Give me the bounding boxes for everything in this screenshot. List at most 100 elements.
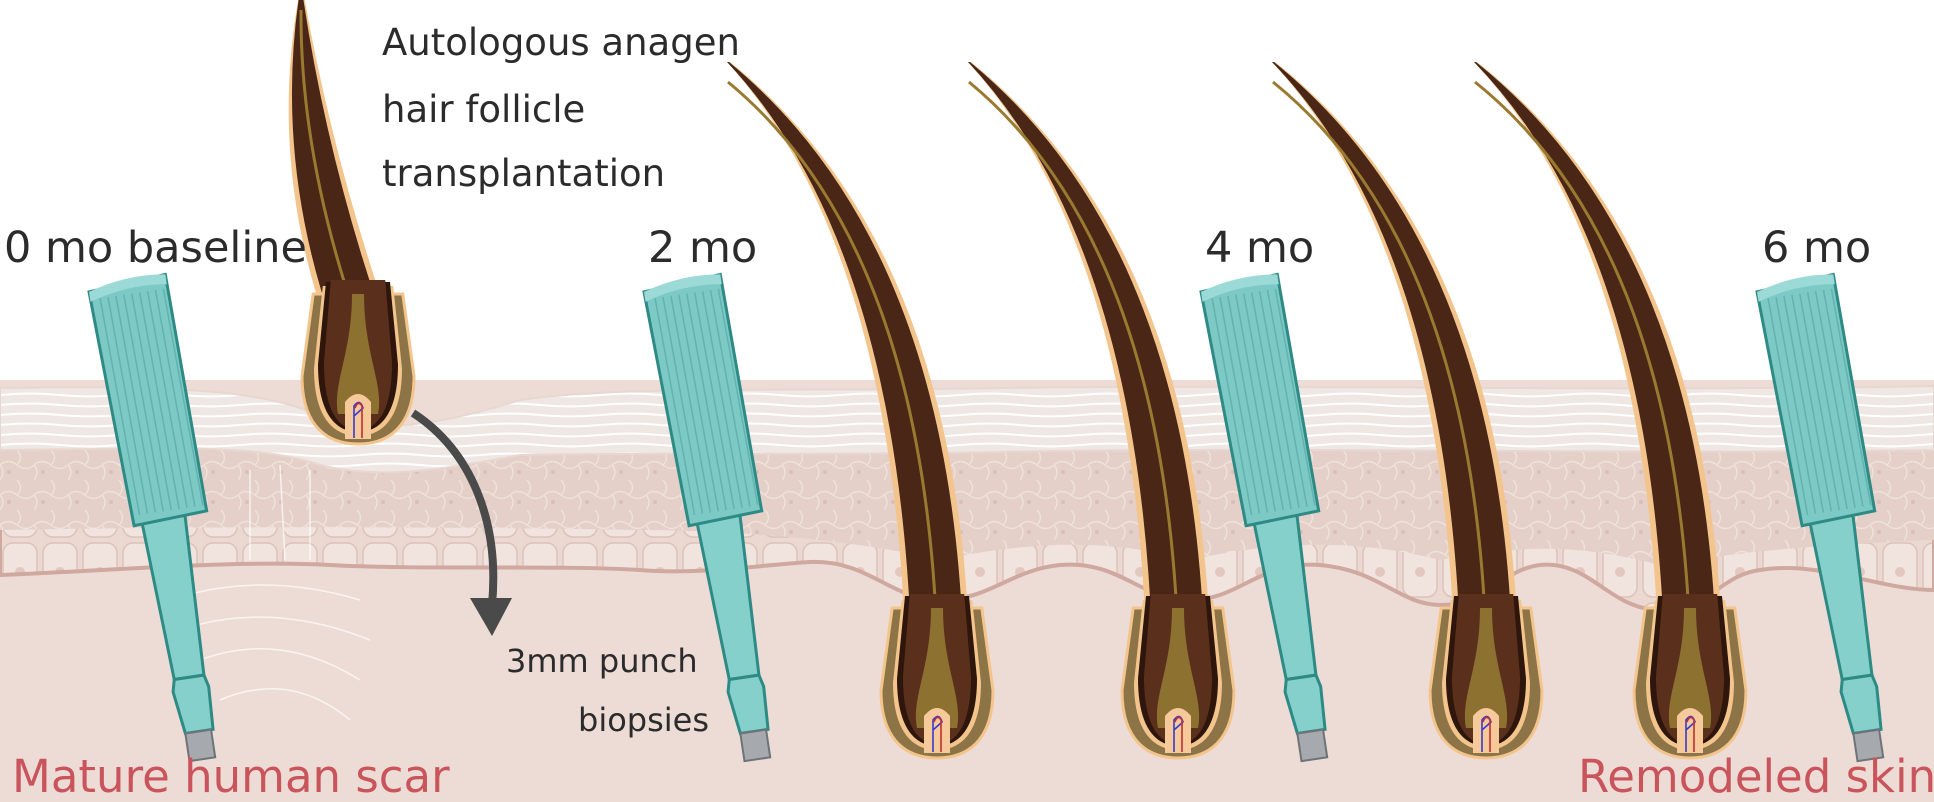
dermal-papilla (1677, 708, 1703, 753)
handle-grip-line (123, 294, 165, 512)
hair-cortex (1464, 608, 1508, 728)
blood-vessel-vein (1173, 715, 1184, 752)
hair-medulla (727, 80, 939, 639)
biopsy-punches (87, 272, 1885, 763)
dermal-papilla (924, 708, 950, 753)
handle-grip-line (1274, 288, 1316, 506)
hair-shaft (291, 0, 384, 324)
handle-cap (89, 274, 167, 302)
dermal-papilla (1473, 708, 1499, 753)
biopsy-label-line1: 3mm punch (506, 642, 698, 680)
transfer-arrow (410, 409, 498, 606)
blood-vessel-artery (1482, 716, 1491, 752)
handle-grip-line (99, 298, 141, 515)
hair-cortex (1156, 608, 1200, 728)
hair-follicle (288, 0, 416, 446)
handle-grip-line (693, 292, 735, 510)
handle-grip-line (1227, 295, 1269, 513)
hair-medulla (1272, 80, 1488, 639)
handle-grip-line (654, 298, 696, 515)
timepoint-4-label: 4 mo (1205, 223, 1314, 273)
handle-grip-line (1783, 295, 1825, 513)
punch-neck (171, 673, 215, 736)
handle-grip-line (678, 294, 720, 512)
blood-vessel-vein (1481, 715, 1492, 752)
handle-grip-line (115, 295, 157, 513)
hair-shaft (727, 62, 963, 638)
handle-grip-line (1235, 294, 1277, 512)
handle-grip-line (107, 296, 149, 514)
transplant-label-line3: transplantation (382, 152, 665, 195)
mature-scar-label: Mature human scar (12, 750, 450, 802)
biopsy-punch-icon (87, 272, 217, 763)
handle-grip-line (1799, 293, 1840, 511)
handle-grip-line (1266, 289, 1308, 507)
handle-grip-line (138, 292, 180, 510)
punch-blade (1296, 728, 1329, 763)
biopsy-label-line2: biopsies (578, 701, 709, 739)
hair-follicle (1474, 62, 1748, 760)
punch-blade (739, 728, 772, 763)
hair-shaft (1272, 62, 1512, 638)
handle-grip-line (709, 289, 751, 507)
handle-grip-line (686, 293, 727, 511)
handle-grip-line (154, 289, 196, 507)
hair-follicle (727, 62, 995, 760)
punch-blade (184, 728, 217, 763)
blood-vessel-artery (1174, 716, 1183, 752)
handle-cap (1757, 274, 1835, 302)
punch-blade (1852, 728, 1885, 763)
handle-grip-line (146, 291, 188, 508)
arrow-head-icon (470, 598, 512, 636)
punch-neck (726, 673, 770, 736)
handle-grip-line (1767, 298, 1809, 515)
blood-vessel-vein (353, 401, 364, 438)
blood-vessel-vein (932, 715, 943, 752)
hair-follicle (1272, 62, 1544, 760)
timepoint-6-label: 6 mo (1762, 223, 1871, 273)
hair-cortex (915, 608, 959, 728)
hair-cortex (336, 294, 380, 414)
blood-vessel-artery (933, 716, 942, 752)
blood-vessel-vein (1685, 715, 1696, 752)
hair-cortex (1668, 608, 1712, 728)
handle-grip-line (662, 296, 704, 514)
hair-follicle (968, 62, 1236, 760)
hair-medulla (1474, 80, 1692, 639)
hair-shaft (968, 62, 1204, 638)
handle-grip-line (1775, 296, 1817, 514)
hair-shaft (1474, 62, 1716, 638)
handle-grip-line (1806, 292, 1848, 510)
transplant-label-line2: hair follicle (382, 88, 585, 131)
blood-vessel-artery (354, 402, 363, 438)
handle-grip-line (1219, 296, 1261, 514)
handle-grip-line (1243, 293, 1284, 511)
timepoint-0-label: 0 mo baseline (4, 223, 307, 273)
remodeled-skin-label: Remodeled skin (1578, 750, 1934, 802)
transplant-label-line1: Autologous anagen (382, 21, 740, 64)
blood-vessel-artery (1686, 716, 1695, 752)
handle-cap (1201, 274, 1279, 302)
handle-grip-line (162, 288, 204, 506)
punch-neck (1283, 673, 1327, 736)
handle-grip-line (131, 293, 172, 511)
handle-grip-line (1791, 294, 1833, 512)
timepoint-2-label: 2 mo (648, 223, 757, 273)
hair-follicles (288, 0, 1748, 760)
punch-neck (1839, 673, 1883, 736)
hair-medulla (968, 80, 1180, 639)
handle-grip-line (1814, 291, 1856, 508)
handle-grip-line (1830, 288, 1872, 506)
handle-grip-line (1250, 292, 1292, 510)
dermal-papilla (345, 394, 371, 439)
handle-grip-line (701, 291, 743, 508)
handle-grip-line (1822, 289, 1864, 507)
handle-grip-line (717, 288, 759, 506)
biopsy-punch-icon (1199, 272, 1329, 763)
handle-grip-line (1258, 291, 1300, 508)
handle-grip-line (1211, 298, 1253, 515)
biopsy-punch-icon (642, 272, 772, 763)
biopsy-punch-icon (1755, 272, 1885, 763)
handle-grip-line (670, 295, 712, 513)
